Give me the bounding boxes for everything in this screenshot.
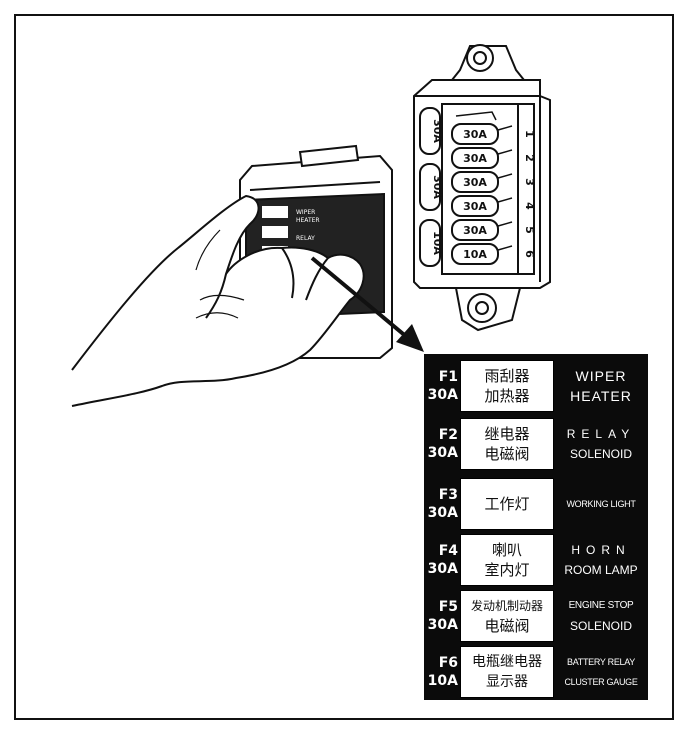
fuse-rating-label: 30A [463, 176, 487, 189]
fuse-rating-label: 10A [463, 248, 487, 261]
spare-fuse-label: 30A [431, 175, 444, 199]
fuse-chinese-label: 工作灯 [460, 478, 554, 530]
fuse-chinese-label: 电瓶继电器显示器 [460, 646, 554, 698]
fuse-rating-label: 30A [463, 224, 487, 237]
svg-text:RELAY: RELAY [296, 235, 315, 242]
spare-fuse-label: 10A [431, 231, 444, 255]
slot-number: 2 [523, 154, 536, 162]
slot-number: 1 [523, 130, 536, 138]
slot-number: 4 [523, 202, 536, 210]
fuse-rating-label: 30A [463, 152, 487, 165]
slot-number: 6 [523, 250, 536, 258]
svg-text:WIPER: WIPER [296, 209, 315, 216]
svg-text:HEATER: HEATER [296, 217, 320, 224]
fuse-chinese-label: 发动机制动器电磁阀 [460, 590, 554, 642]
fuse-rating-label: 30A [463, 200, 487, 213]
slot-number: 5 [523, 226, 536, 234]
fuse-english-label: WORKING LIGHT [556, 478, 646, 530]
fuse-rating-label: 30A [463, 128, 487, 141]
slot-number: 3 [523, 178, 536, 186]
fuse-chinese-label: 继电器电磁阀 [460, 418, 554, 470]
spare-fuse-label: 30A [431, 119, 444, 143]
fuse-chinese-label: 喇叭室内灯 [460, 534, 554, 586]
fuse-chinese-label: 雨刮器加热器 [460, 360, 554, 412]
